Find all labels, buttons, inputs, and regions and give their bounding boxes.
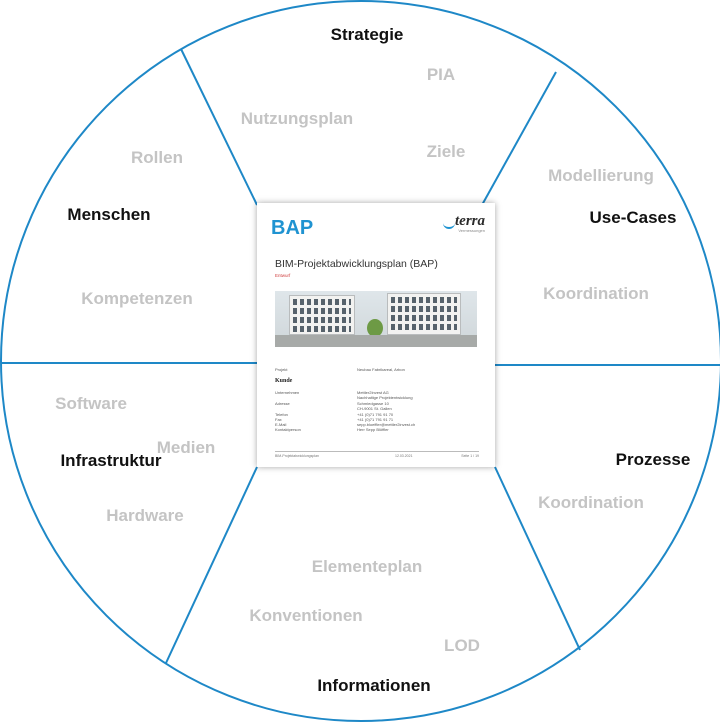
- document-status: Entwurf: [275, 273, 291, 278]
- item-elementeplan: Elementeplan: [311, 557, 423, 576]
- document-title: BAP: [271, 217, 314, 239]
- ground: [275, 335, 477, 347]
- tree-icon: [367, 319, 383, 337]
- footer-date: 12.03.2021: [395, 454, 413, 458]
- item-kompetenzen: Kompetenzen: [81, 289, 193, 308]
- field-label: Unternehmen: [275, 390, 300, 395]
- logo-brand: terra: [455, 213, 485, 229]
- item-ziele: Ziele: [426, 142, 466, 161]
- field-value: Mettler2Invest AG: [357, 390, 389, 395]
- building-right: [387, 293, 461, 335]
- item-konventionen: Konventionen: [249, 606, 363, 625]
- logo-swoosh-icon: [443, 223, 455, 229]
- document-section: Kunde: [275, 378, 293, 384]
- document-heading: BIM-Projektabwicklungsplan (BAP): [275, 258, 438, 270]
- field-value: CH-9001 St. Gallen: [357, 406, 392, 411]
- footer-page: Seite 1 / 19: [461, 454, 479, 458]
- segment-title-strategie: Strategie: [330, 25, 404, 44]
- item-pia: PIA: [426, 65, 456, 84]
- terra-logo: terra Vermessungen: [443, 213, 485, 233]
- field-value: Nachhaltige Projektentwicklung: [357, 395, 413, 400]
- divider-bottom-left: [165, 466, 258, 664]
- field-value: sepp.bloeffler@mettler2invest.ch: [357, 422, 416, 427]
- field-value: Herr Sepp Blöffler: [357, 427, 389, 432]
- document-footer: BIM-Projektabwicklungsplan 12.03.2021 Se…: [275, 451, 479, 458]
- project-value: Neubau Fabrikareal, Arbon: [357, 367, 405, 372]
- bap-document-thumbnail: BAP terra Vermessungen BIM-Projektabwick…: [257, 203, 495, 467]
- item-koordination-prozesse: Koordination: [538, 493, 644, 512]
- segment-title-use-cases: Use-Cases: [589, 208, 677, 227]
- building-image: [275, 291, 477, 347]
- footer-left: BIM-Projektabwicklungsplan: [275, 454, 319, 458]
- field-value: Schmiedgasse 10: [357, 401, 389, 406]
- building-left: [289, 295, 355, 335]
- divider-bottom-right: [494, 466, 581, 651]
- segment-title-informationen: Informationen: [317, 676, 431, 695]
- field-label: Adresse: [275, 401, 290, 406]
- divider-top-right: [481, 71, 557, 206]
- field-label: E-Mail: [275, 422, 287, 427]
- project-label: Projekt: [275, 367, 288, 372]
- logo-tagline: Vermessungen: [458, 228, 485, 233]
- item-software: Software: [55, 394, 127, 413]
- item-modellierung: Modellierung: [548, 166, 654, 185]
- item-koordination-use-cases: Koordination: [543, 284, 649, 303]
- field-value: +41 (0)71 791 91 71: [357, 417, 394, 422]
- item-hardware: Hardware: [106, 506, 184, 525]
- segment-title-menschen: Menschen: [67, 205, 151, 224]
- item-lod: LOD: [444, 636, 480, 655]
- field-label: Kontaktperson: [275, 427, 301, 432]
- segment-title-infrastruktur: Infrastruktur: [60, 451, 162, 470]
- field-label: Fax: [275, 417, 282, 422]
- field-label: Telefon: [275, 412, 288, 417]
- divider-top-left: [180, 48, 258, 206]
- field-value: +41 (0)71 791 91 70: [357, 412, 394, 417]
- item-nutzungsplan: Nutzungsplan: [240, 109, 354, 128]
- item-rollen: Rollen: [131, 148, 183, 167]
- item-medien: Medien: [156, 438, 216, 457]
- segment-title-prozesse: Prozesse: [615, 450, 691, 469]
